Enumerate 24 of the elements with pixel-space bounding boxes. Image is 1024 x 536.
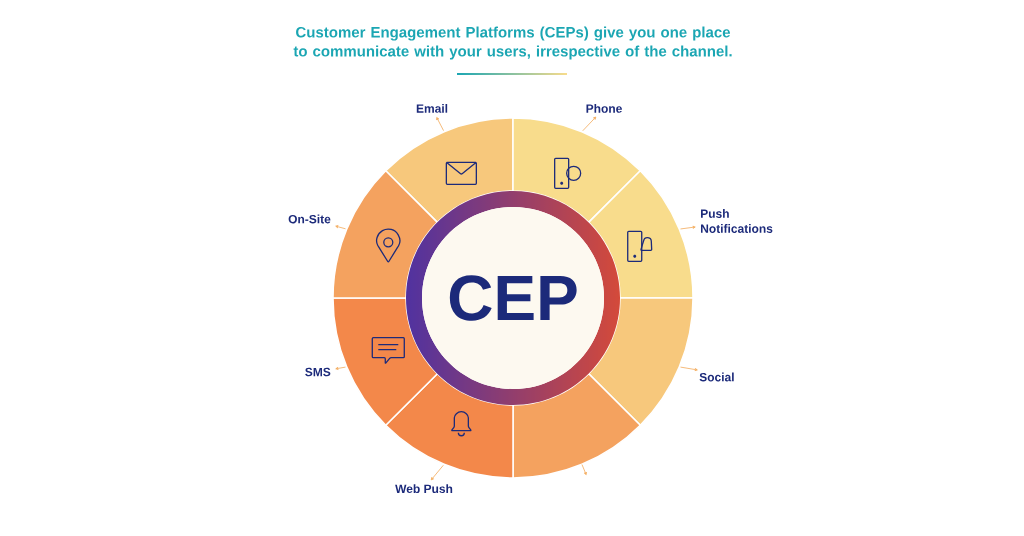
arrow	[335, 225, 346, 230]
channel-label: Phone	[586, 104, 622, 113]
channel-label: SMS	[305, 367, 331, 377]
arrow	[680, 366, 698, 372]
arrow	[582, 116, 597, 132]
channel-label: Social	[699, 372, 734, 382]
wedge	[512, 117, 642, 224]
wedge	[385, 372, 514, 479]
wedge	[512, 372, 642, 479]
wedge	[332, 169, 439, 299]
channel-label: Push Notifications	[701, 209, 773, 233]
arrow	[436, 117, 444, 131]
title: Customer Engagement Platforms (CEPs) give you one place to communicate with your users, irrespective of the channel.	[293, 26, 732, 60]
wedge	[587, 169, 694, 299]
channel-label: Web Push	[395, 484, 453, 493]
channel-label: On-Site	[288, 214, 331, 224]
wedge	[385, 117, 514, 224]
arrow	[335, 366, 346, 370]
arrow	[581, 464, 587, 476]
arrow	[680, 225, 696, 230]
channel-label: Email	[416, 104, 448, 113]
wedge	[587, 297, 694, 427]
arrow	[430, 464, 444, 481]
wedge	[332, 297, 439, 427]
